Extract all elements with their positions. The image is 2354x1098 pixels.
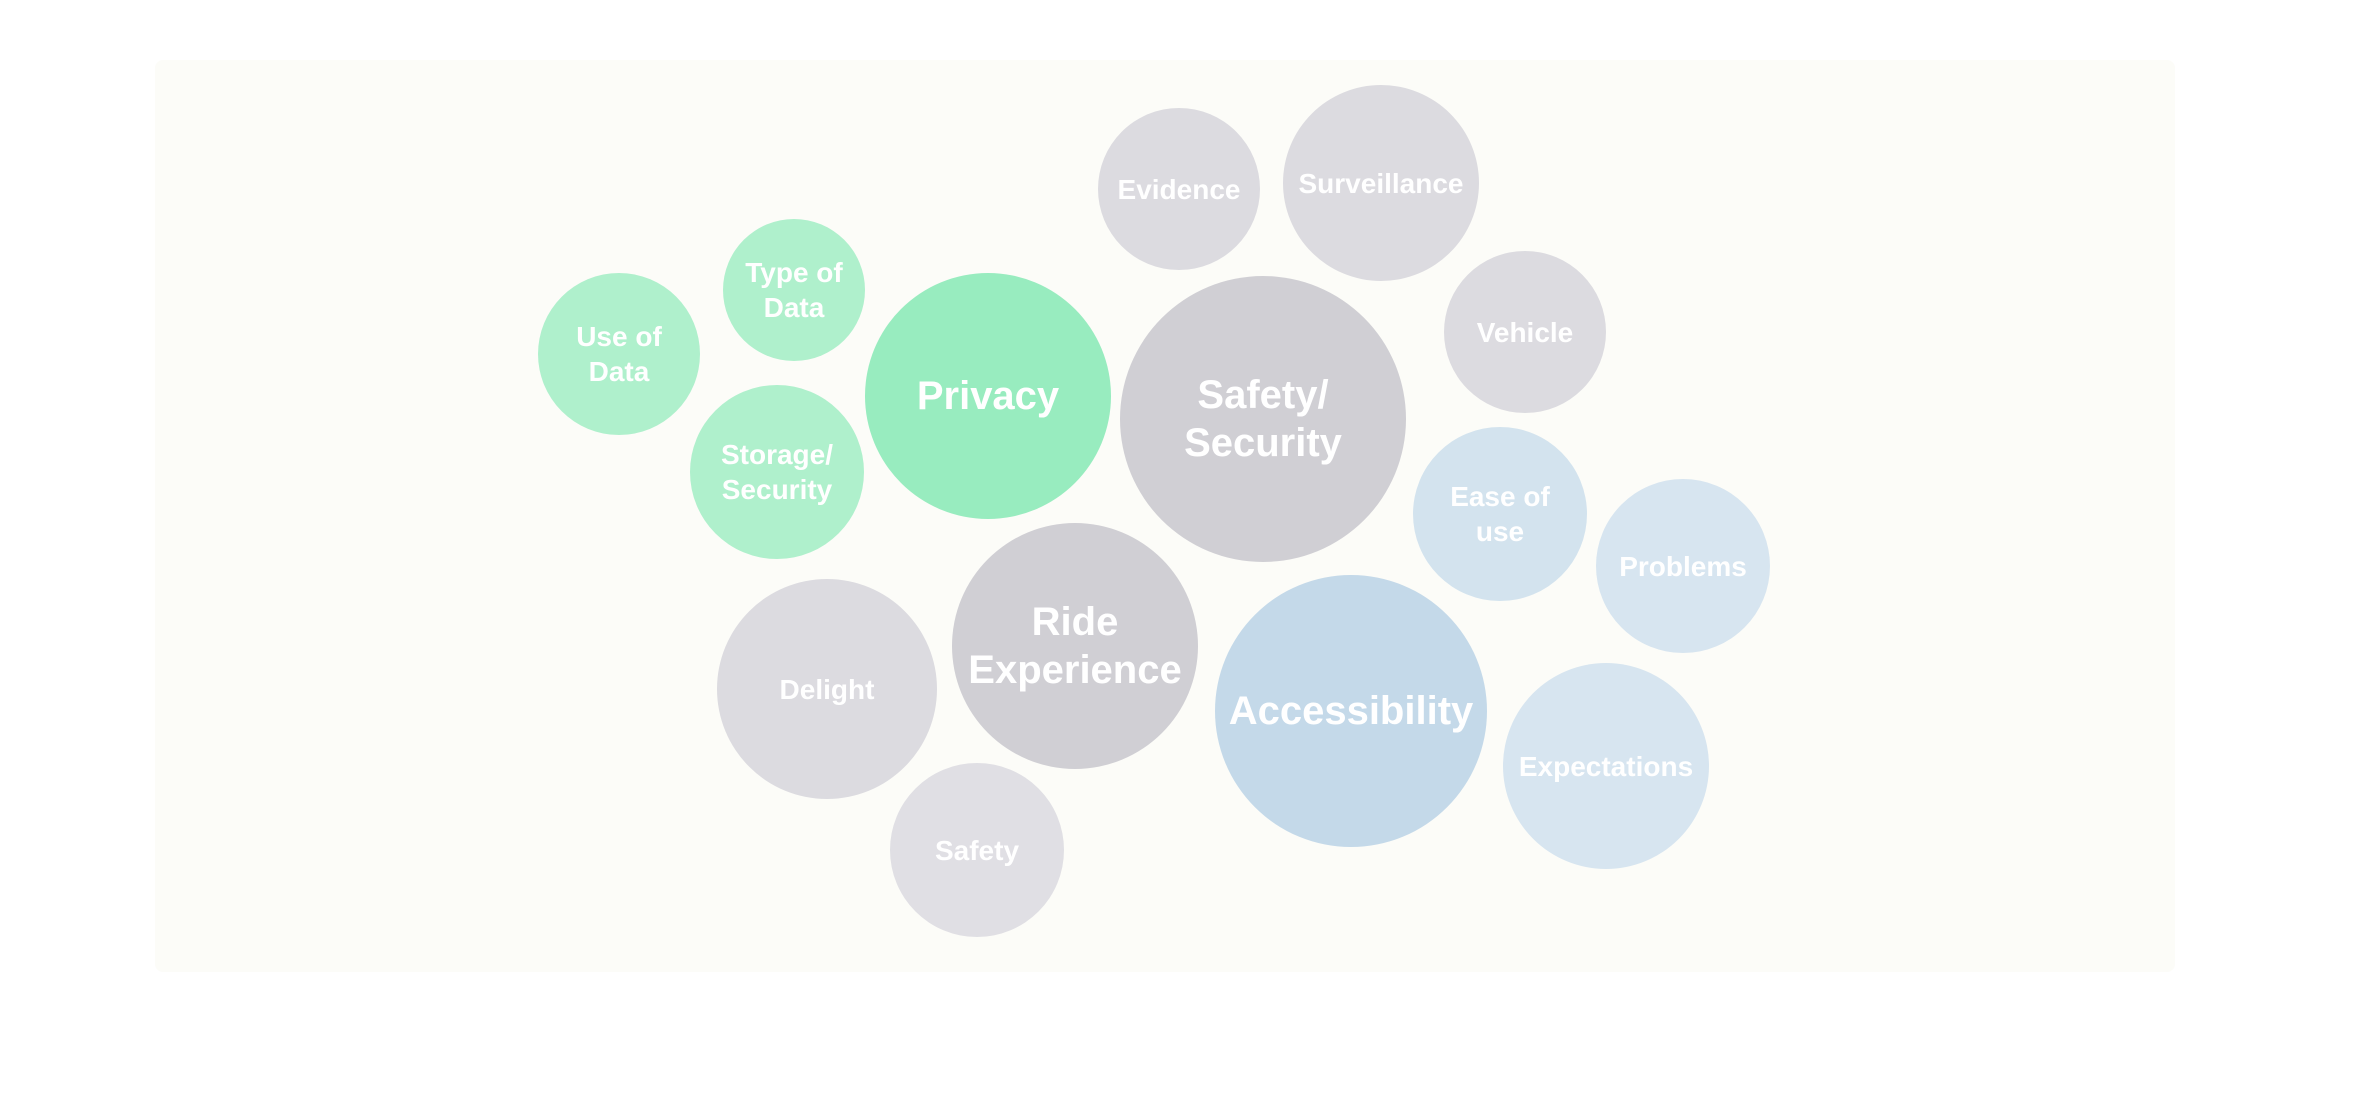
bubble-label-surveillance: Surveillance bbox=[1298, 167, 1464, 199]
bubble-safety: Safety bbox=[890, 763, 1064, 937]
bubble-label-safety-security: Safety/ Security bbox=[1184, 373, 1342, 465]
bubble-expectations: Expectations bbox=[1503, 663, 1709, 869]
bubble-label-type-of-data: Type of Data bbox=[745, 257, 843, 323]
bubble-surveillance: Surveillance bbox=[1283, 85, 1479, 281]
bubble-label-storage-security: Storage/ Security bbox=[720, 439, 834, 505]
bubble-label-ease-of-use: Ease of use bbox=[1450, 481, 1550, 547]
bubble-label-expectations: Expectations bbox=[1518, 750, 1694, 782]
bubble-privacy: Privacy bbox=[865, 273, 1111, 519]
bubble-safety-security: Safety/ Security bbox=[1120, 276, 1406, 562]
bubble-vehicle: Vehicle bbox=[1444, 251, 1606, 413]
bubble-evidence: Evidence bbox=[1098, 108, 1260, 270]
bubble-label-use-of-data: Use of Data bbox=[576, 321, 662, 387]
bubble-use-of-data: Use of Data bbox=[538, 273, 700, 435]
bubble-ease-of-use: Ease of use bbox=[1413, 427, 1587, 601]
bubble-label-safety: Safety bbox=[934, 834, 1020, 866]
bubble-storage-security: Storage/ Security bbox=[690, 385, 864, 559]
bubble-label-ride-experience: Ride Experience bbox=[968, 600, 1182, 692]
bubble-label-delight: Delight bbox=[779, 673, 875, 705]
bubble-problems: Problems bbox=[1596, 479, 1770, 653]
bubble-label-problems: Problems bbox=[1619, 550, 1747, 582]
bubble-delight: Delight bbox=[717, 579, 937, 799]
bubble-accessibility: Accessibility bbox=[1215, 575, 1487, 847]
bubble-label-privacy: Privacy bbox=[916, 374, 1060, 418]
bubble-label-accessibility: Accessibility bbox=[1228, 689, 1474, 733]
bubble-label-vehicle: Vehicle bbox=[1476, 316, 1574, 348]
bubble-label-evidence: Evidence bbox=[1117, 173, 1241, 205]
bubble-type-of-data: Type of Data bbox=[723, 219, 865, 361]
bubble-ride-experience: Ride Experience bbox=[952, 523, 1198, 769]
